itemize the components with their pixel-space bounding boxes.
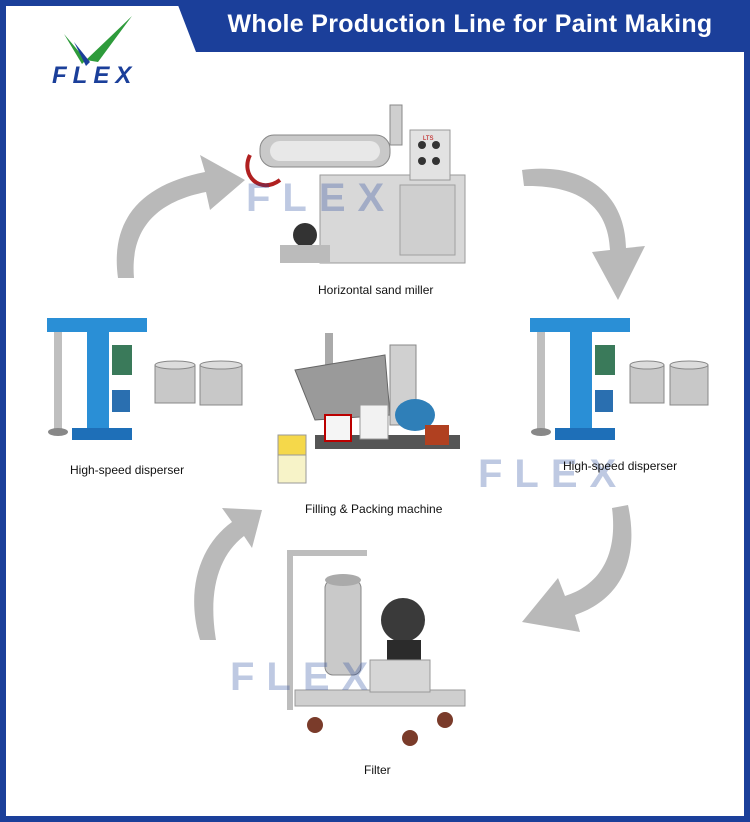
disperser-right-label: High-speed disperser (563, 459, 678, 473)
filter-image (287, 550, 466, 746)
filling-machine-image (277, 333, 460, 484)
arrow-bottom-left (194, 508, 262, 640)
disperser-left-label: High-speed disperser (70, 463, 185, 477)
sand-miller-image: LTS (245, 104, 466, 264)
arrow-bottom-right (522, 505, 632, 632)
filling-label: Filling & Packing machine (305, 502, 443, 516)
filter-label: Filter (364, 763, 391, 777)
logo-text: FLEX (52, 62, 138, 89)
sand-miller-label: Horizontal sand miller (318, 283, 434, 297)
panel-code: LTS (423, 136, 434, 142)
arrow-top-right (522, 168, 645, 300)
disperser-left-image (47, 318, 243, 440)
header-banner: Whole Production Line for Paint Making (0, 0, 750, 52)
header-shape (176, 0, 750, 52)
arrow-top-left (116, 155, 245, 278)
brand-logo: FLEX (46, 12, 146, 92)
checkmark-v-icon (64, 16, 132, 66)
disperser-right-image (530, 318, 709, 440)
page-title: Whole Production Line for Paint Making (227, 10, 713, 38)
